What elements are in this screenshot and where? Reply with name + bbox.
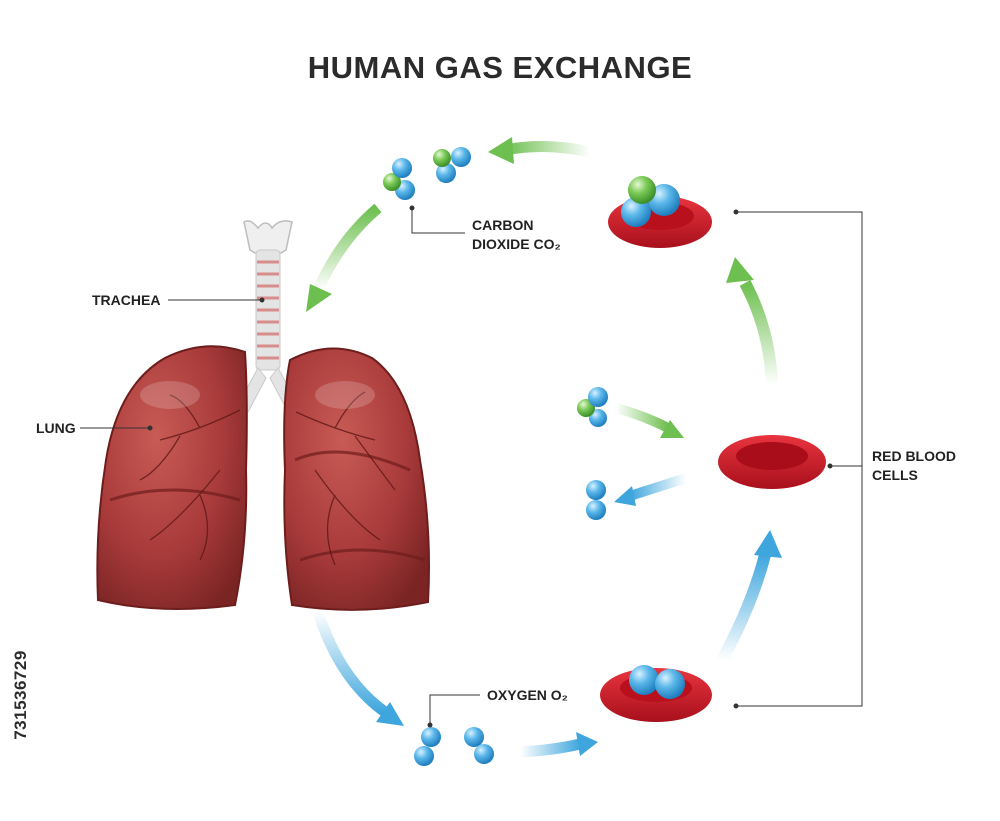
leader-lines	[80, 208, 863, 725]
co2-molecule-3	[577, 387, 608, 427]
co2-molecule-2	[433, 147, 471, 183]
lung-label: LUNG	[36, 420, 76, 436]
rbc-bottom	[600, 665, 712, 722]
arrow-co2-up-to-rbc	[726, 257, 778, 386]
lungs-illustration	[96, 345, 430, 611]
rbc-label: RED BLOOD CELLS	[872, 447, 956, 485]
arrow-co2-into-cell	[614, 403, 684, 438]
arrow-lung-to-oxygen	[312, 610, 404, 726]
leader-dots	[147, 205, 833, 728]
rbc-label-line1: RED BLOOD	[872, 448, 956, 464]
co2-label-line1: CARBON	[472, 217, 534, 233]
diagram-title: HUMAN GAS EXCHANGE	[307, 50, 693, 85]
arrow-oxygen-out-of-cell	[614, 473, 688, 506]
o2-molecule-2	[414, 727, 441, 766]
rbc-bracket	[736, 211, 863, 707]
co2-leader	[411, 208, 465, 234]
arrow-rbc-to-co2	[488, 137, 592, 164]
co2-label-line2: DIOXIDE CO₂	[472, 236, 561, 252]
o2-molecule-1	[586, 480, 606, 520]
side-id-value: 731536729	[11, 650, 30, 740]
rbc-top	[608, 176, 712, 248]
trachea-label: TRACHEA	[92, 292, 161, 308]
oxygen-leader	[429, 694, 480, 725]
arrow-co2-to-lung	[306, 203, 382, 312]
rbc-middle	[718, 435, 826, 489]
arrow-oxygen-to-rbc	[519, 732, 598, 758]
side-id-text: 731536729	[6, 580, 36, 810]
oxygen-label: OXYGEN O₂	[487, 687, 568, 703]
o2-molecule-3	[464, 727, 494, 764]
co2-label: CARBON DIOXIDE CO₂	[472, 216, 561, 254]
co2-molecule-1	[383, 158, 415, 200]
arrow-rbc-up-to-cell	[716, 530, 782, 663]
rbc-label-line2: CELLS	[872, 467, 918, 483]
